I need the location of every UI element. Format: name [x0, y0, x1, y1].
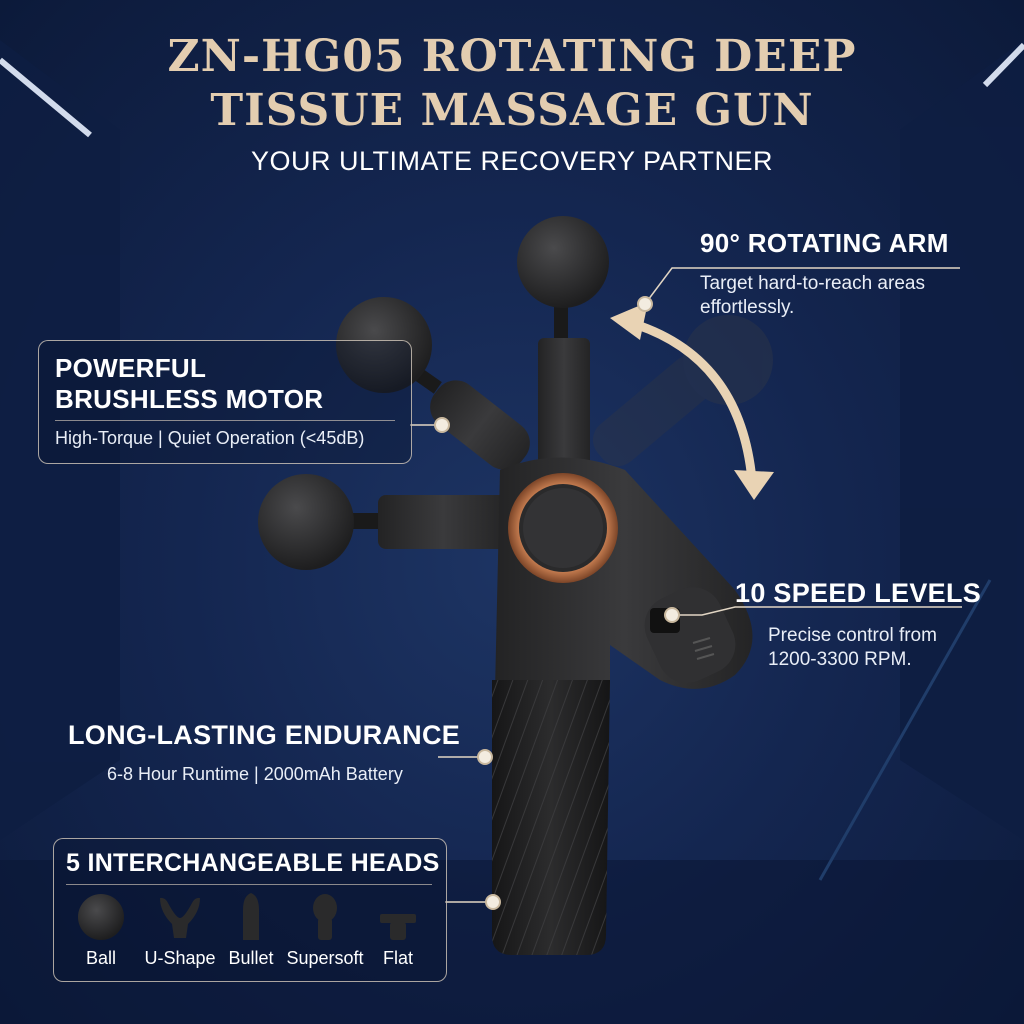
head-label-bullet: Bullet — [228, 948, 274, 968]
title-line-2: TISSUE MASSAGE GUN — [210, 85, 814, 136]
feature-speed-desc-line-1: Precise control from — [768, 625, 937, 646]
head-label-ball: Ball — [85, 948, 116, 968]
feature-arm-desc-line-1: Target hard-to-reach areas — [700, 273, 925, 294]
feature-motor-heading-line-1: POWERFUL — [55, 353, 207, 383]
feature-arm-desc: Target hard-to-reach areas effortlessly. — [700, 272, 925, 320]
feature-arm-desc-line-2: effortlessly. — [700, 297, 795, 318]
arm-upper-left — [336, 297, 530, 470]
ghost-arm-position — [592, 315, 773, 466]
feature-speed-heading: 10 SPEED LEVELS — [735, 578, 982, 608]
page-title: ZN-HG05 ROTATING DEEP TISSUE MASSAGE GUN — [0, 30, 1024, 138]
feature-arm-heading: 90° ROTATING ARM — [700, 228, 949, 258]
feature-endurance-desc: 6-8 Hour Runtime | 2000mAh Battery — [107, 764, 403, 784]
arm-horizontal — [258, 474, 508, 570]
rotation-arrow-icon — [610, 302, 774, 500]
title-line-1: ZN-HG05 ROTATING DEEP — [167, 31, 857, 82]
head-label-flat: Flat — [382, 948, 413, 968]
feature-motor-heading-line-2: BRUSHLESS MOTOR — [55, 384, 324, 414]
subtitle: YOUR ULTIMATE RECOVERY PARTNER — [250, 146, 774, 176]
feature-heads-divider — [66, 884, 432, 885]
feature-heads-heading: 5 INTERCHANGEABLE HEADS — [66, 849, 440, 877]
callout-dots — [434, 296, 680, 910]
head-label-u-shape: U-Shape — [144, 948, 216, 968]
feature-motor-divider — [55, 420, 395, 421]
device-body — [495, 457, 753, 690]
feature-speed-desc-line-2: 1200-3300 RPM. — [768, 649, 912, 670]
feature-motor-box — [38, 340, 412, 464]
feature-motor-desc: High-Torque | Quiet Operation (<45dB) — [55, 428, 365, 448]
device-handle — [492, 680, 610, 955]
feature-endurance-heading: LONG-LASTING ENDURANCE — [68, 720, 461, 750]
feature-motor-heading: POWERFUL BRUSHLESS MOTOR — [55, 353, 323, 415]
arm-vertical — [517, 216, 609, 498]
head-label-supersoft: Supersoft — [286, 948, 364, 968]
feature-speed-desc: Precise control from 1200-3300 RPM. — [768, 624, 937, 672]
